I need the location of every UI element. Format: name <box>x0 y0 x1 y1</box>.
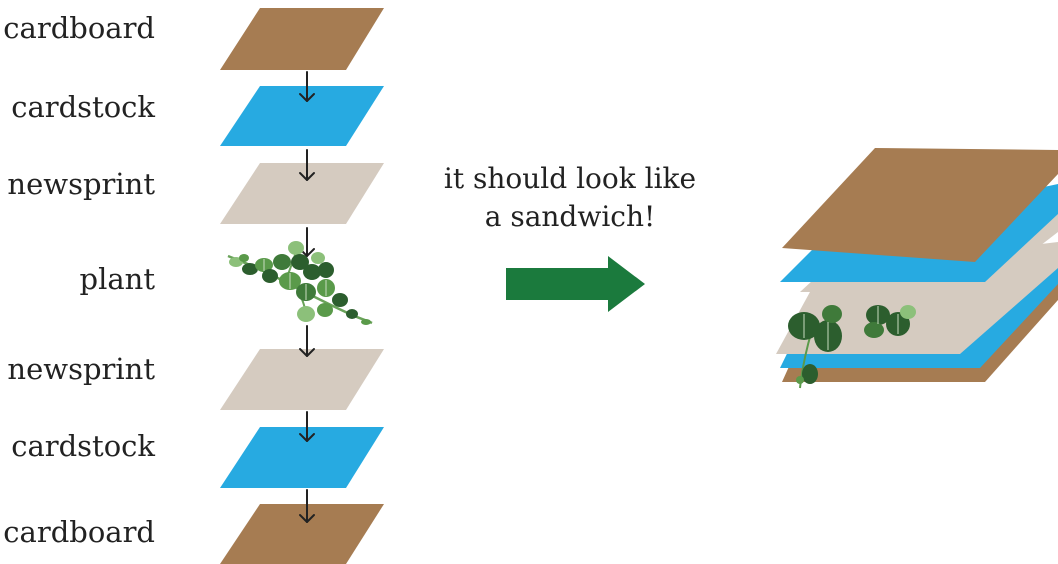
sheet-newsprint-bottom <box>220 349 384 410</box>
sandwich-stack <box>776 148 1058 388</box>
right-arrow-icon <box>506 256 645 312</box>
down-arrow-icon <box>300 326 314 356</box>
sheet-cardboard-bottom <box>220 504 384 564</box>
sheet-cardboard-top <box>220 8 384 70</box>
sheet-newsprint-top <box>220 163 384 224</box>
down-arrow-icon <box>300 412 314 441</box>
plant-sprig-icon <box>228 241 372 325</box>
